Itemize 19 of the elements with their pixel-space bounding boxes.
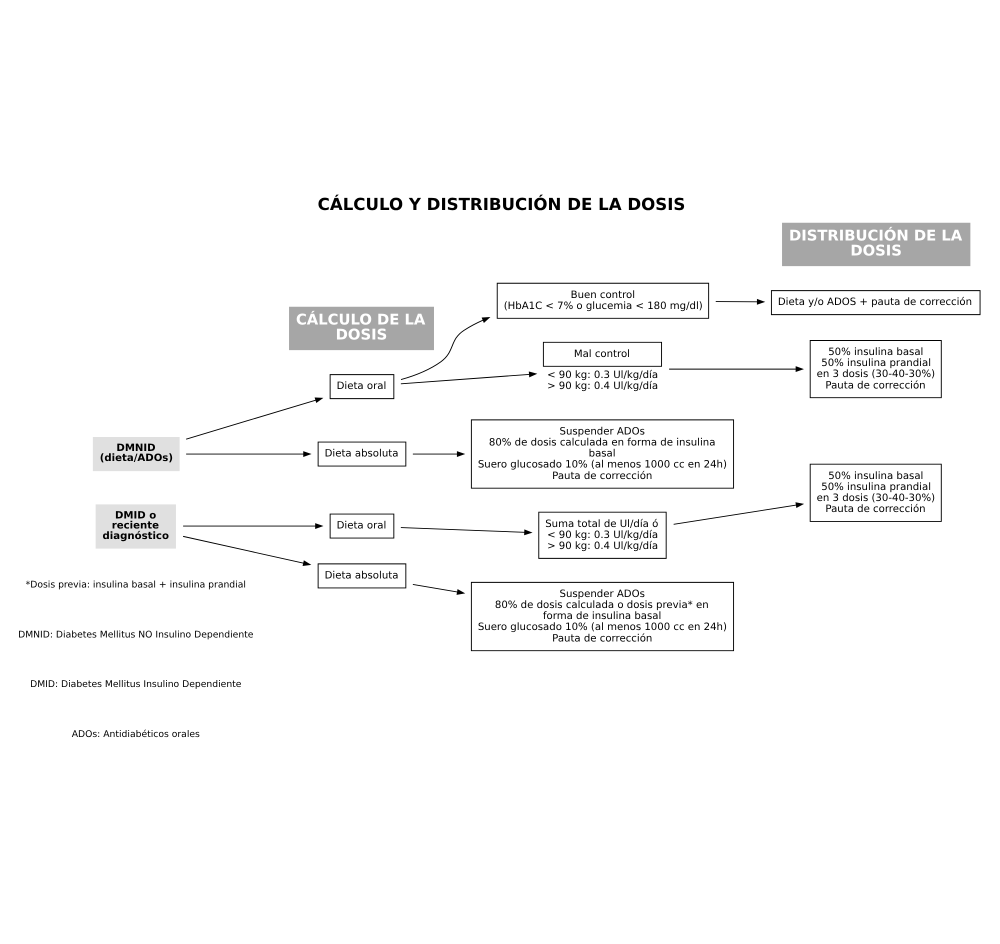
arrow: [182, 522, 324, 528]
label: *Dosis previa: insulina basal + insulina prandial: [26, 578, 246, 590]
diagram-title: CÁLCULO Y DISTRIBUCIÓN DE LA DOSIS: [318, 194, 686, 214]
label: DMID: Diabetes Mellitus Insulino Dependiente: [30, 678, 242, 690]
label: ADOs: Antidiabéticos orales: [72, 728, 200, 740]
arrow: [400, 316, 490, 380]
arrow: [412, 450, 466, 456]
arrow: [400, 526, 533, 535]
arrow: [400, 371, 538, 384]
arrow: [673, 502, 804, 524]
arrow: [715, 298, 766, 304]
arrow: [186, 450, 312, 456]
arrow: [186, 396, 324, 440]
node-label: > 90 kg: 0.4 Ul/kg/día: [547, 380, 658, 392]
label: DMNID: Diabetes Mellitus NO Insulino Dependiente: [18, 628, 254, 640]
arrow: [182, 535, 312, 566]
node-label: < 90 kg: 0.3 Ul/kg/día: [547, 370, 658, 381]
arrow: [412, 584, 466, 594]
arrow: [668, 366, 804, 372]
